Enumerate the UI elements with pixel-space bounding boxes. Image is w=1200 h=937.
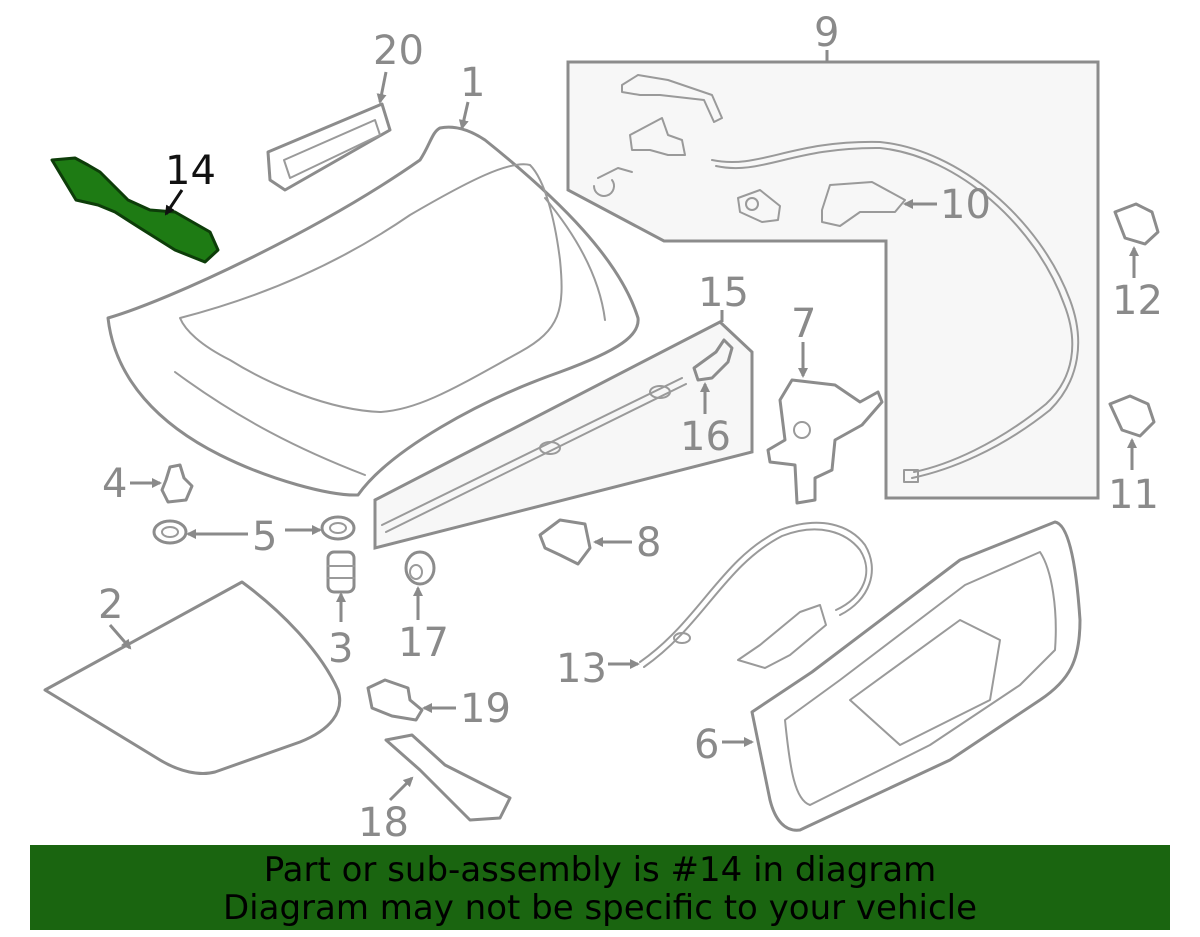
- leader-20: [376, 71, 388, 104]
- bracket-part-19: [366, 678, 424, 722]
- hood-inner-panel-part: [750, 520, 1082, 832]
- garnish-part-20: [266, 102, 392, 192]
- callout-13: 13: [556, 646, 607, 692]
- callout-4: 4: [102, 461, 127, 507]
- callout-15: 15: [698, 270, 749, 316]
- callout-7: 7: [791, 301, 816, 347]
- callout-20: 20: [373, 28, 424, 74]
- callout-2: 2: [98, 582, 123, 628]
- info-banner: Part or sub-assembly is #14 in diagram D…: [30, 845, 1170, 930]
- callout-6: 6: [694, 722, 719, 768]
- grommet-part-17: [404, 550, 436, 586]
- washer-right-inner: [329, 522, 347, 534]
- washer-right: [320, 515, 356, 541]
- callout-19: 19: [460, 686, 511, 732]
- leader-2: [108, 624, 132, 650]
- cushion-part-4: [160, 463, 194, 504]
- callout-9: 9: [814, 10, 839, 56]
- release-handle-cable-part: [639, 521, 873, 669]
- callout-3: 3: [328, 626, 353, 672]
- seal-part-18: [384, 733, 512, 822]
- highlighted-part-14: [50, 156, 220, 264]
- clip-part-11: [1108, 394, 1156, 438]
- hood-latch-part: [766, 378, 884, 505]
- callout-16: 16: [680, 414, 731, 460]
- callout-17: 17: [398, 620, 449, 666]
- leader-18: [388, 776, 414, 802]
- callout-11: 11: [1108, 472, 1159, 518]
- leader-14: [164, 189, 184, 216]
- callout-14: 14: [165, 148, 216, 194]
- bracket-part-8: [538, 518, 592, 566]
- washer-left-inner: [161, 526, 179, 538]
- group-box-9: [566, 60, 1100, 500]
- leader-1: [458, 101, 470, 130]
- callout-10: 10: [940, 182, 991, 228]
- release-cable-assembly: [593, 74, 1080, 483]
- callout-12: 12: [1112, 278, 1163, 324]
- hood-insulator-part: [43, 580, 342, 775]
- callout-5: 5: [252, 514, 277, 560]
- callout-8: 8: [636, 520, 661, 566]
- callout-1: 1: [460, 60, 485, 106]
- hood-part: [106, 125, 640, 497]
- rod-holder-part-16: [692, 338, 734, 382]
- bumper-part-3: [326, 550, 356, 594]
- banner-line-2: Diagram may not be specific to your vehi…: [222, 888, 978, 928]
- callout-18: 18: [358, 800, 409, 846]
- support-rod-part: [381, 377, 687, 533]
- clip-part-12: [1113, 202, 1160, 246]
- banner-line-1: Part or sub-assembly is #14 in diagram: [263, 850, 937, 890]
- washer-left: [152, 519, 188, 545]
